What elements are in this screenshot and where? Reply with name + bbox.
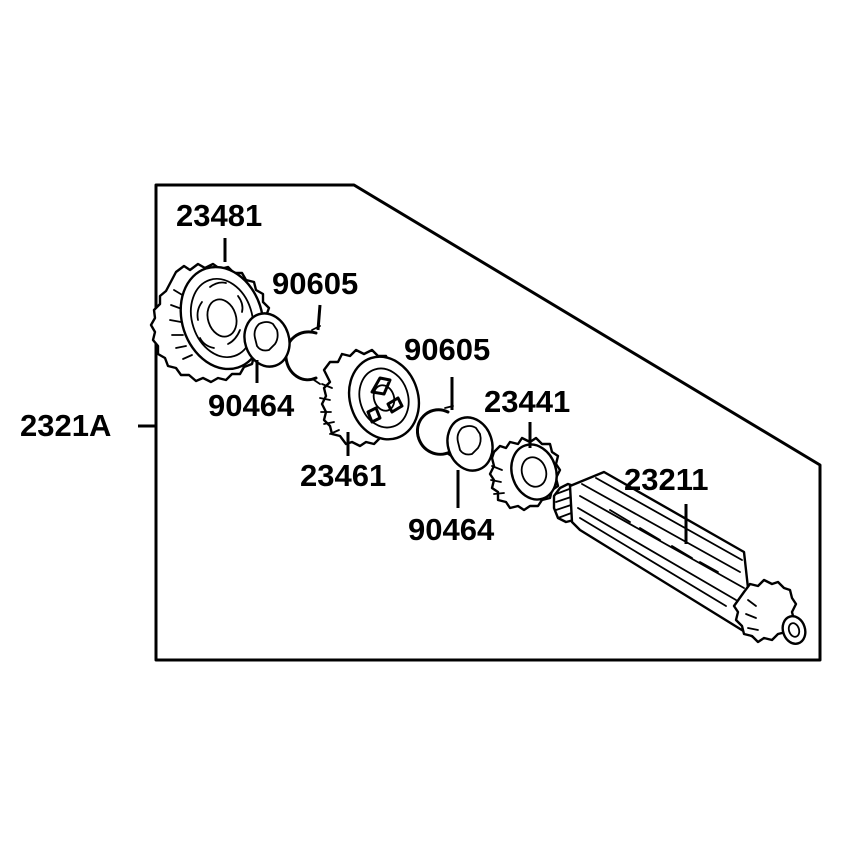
gear-23441-icon	[488, 436, 562, 512]
washer-icon	[446, 416, 494, 472]
label-23211: 23211	[624, 462, 709, 497]
label-23441: 23441	[484, 384, 570, 419]
assembly-frame	[154, 183, 822, 662]
label-23461: 23461	[300, 458, 386, 493]
label-90464-left: 90464	[208, 388, 295, 423]
washer-icon	[243, 312, 291, 368]
label-90464-right: 90464	[408, 512, 495, 547]
shaft-icon	[552, 470, 807, 645]
leader-90605-left	[316, 304, 322, 331]
assembly-label: 2321A	[20, 408, 111, 443]
label-23481: 23481	[176, 198, 262, 233]
circlip-icon	[284, 325, 321, 385]
label-90605-left: 90605	[272, 266, 358, 301]
gear-23481-icon	[149, 262, 272, 384]
label-90605-right: 90605	[404, 332, 490, 367]
gear-23461-icon	[319, 348, 421, 448]
